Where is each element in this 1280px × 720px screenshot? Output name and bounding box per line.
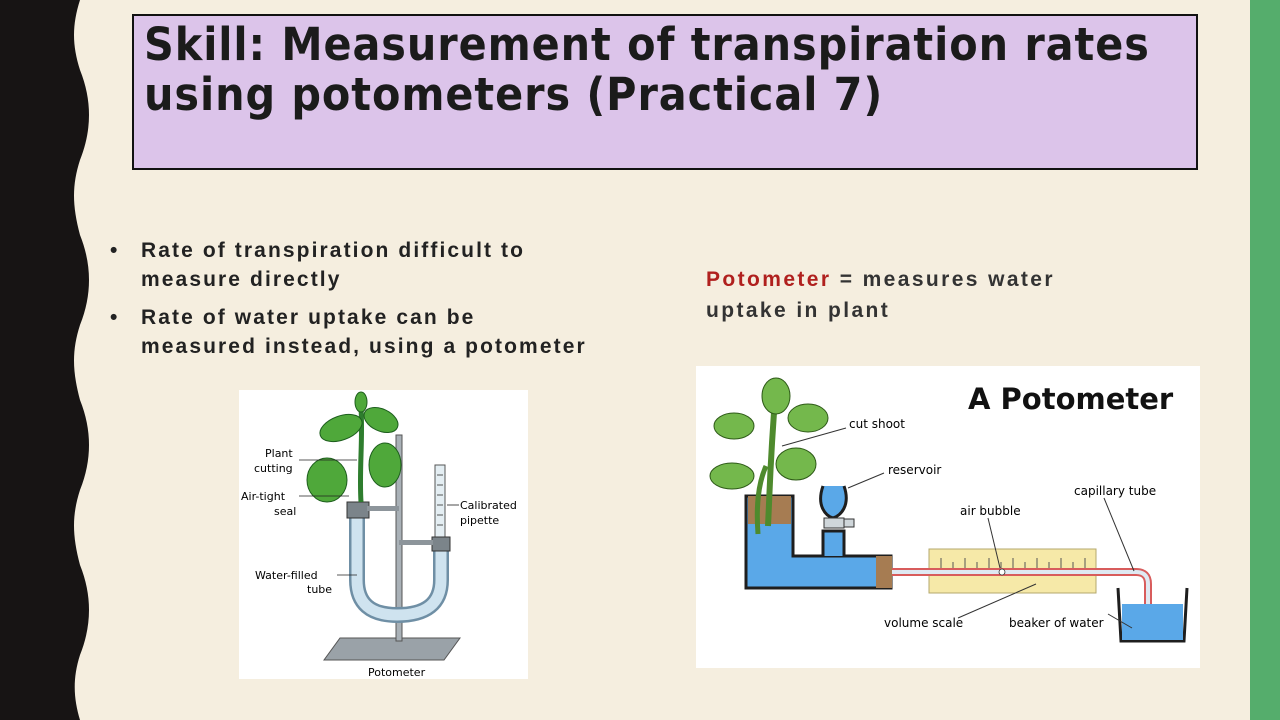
definition-term: Potometer xyxy=(706,268,832,291)
potometer-schematic: A Potometer xyxy=(709,377,1189,643)
title-box: Skill: Measurement of transpiration rate… xyxy=(132,14,1198,170)
definition-text: = measures water xyxy=(831,268,1055,291)
figure-title: A Potometer xyxy=(968,382,1174,416)
potometer-diagram-1: Plant cutting Air-tight seal Water-fille… xyxy=(239,390,528,679)
bullet-list: • Rate of transpiration difficult to mea… xyxy=(110,236,670,370)
bullet-item: • Rate of transpiration difficult to mea… xyxy=(110,236,670,294)
title-line-2: using potometers (Practical 7) xyxy=(144,68,884,121)
bullet-item: • Rate of water uptake can be measured i… xyxy=(110,303,670,361)
label-volume-scale: volume scale xyxy=(884,616,963,630)
potometer-illustration: Plant cutting Air-tight seal Water-fille… xyxy=(241,391,517,679)
label-air-bubble: air bubble xyxy=(960,504,1021,518)
label-cut-shoot: cut shoot xyxy=(849,417,905,431)
label-capillary-tube: capillary tube xyxy=(1074,484,1156,498)
bullet-text-line: Rate of transpiration difficult to xyxy=(141,239,526,262)
bullet-text-line: measure directly xyxy=(141,268,342,291)
slide-title: Skill: Measurement of transpiration rate… xyxy=(144,20,1156,120)
caption-potometer: Potometer xyxy=(368,666,426,679)
label-plant-cutting: cutting xyxy=(254,462,293,475)
label-calibrated-pipette: Calibrated xyxy=(460,499,517,512)
label-reservoir: reservoir xyxy=(888,463,941,477)
bullet-text-line: Rate of water uptake can be xyxy=(141,306,476,329)
label-air-tight-seal: seal xyxy=(274,505,296,518)
label-water-filled-tube: tube xyxy=(307,583,332,596)
label-air-tight-seal: Air-tight xyxy=(241,490,286,503)
label-beaker-of-water: beaker of water xyxy=(1009,616,1104,630)
right-green-band xyxy=(1250,0,1280,720)
bullet-text-line: measured instead, using a potometer xyxy=(141,335,587,358)
bullet-marker: • xyxy=(110,306,120,329)
title-line-1: Skill: Measurement of transpiration rate… xyxy=(144,18,1150,71)
label-water-filled-tube: Water-filled xyxy=(255,569,318,582)
potometer-definition: Potometer = measures water uptake in pla… xyxy=(706,264,1226,326)
bullet-marker: • xyxy=(110,239,120,262)
left-wavy-border xyxy=(0,0,89,720)
definition-text-line2: uptake in plant xyxy=(706,299,891,322)
potometer-diagram-2: A Potometer xyxy=(696,366,1200,668)
label-calibrated-pipette: pipette xyxy=(460,514,499,527)
label-plant-cutting: Plant xyxy=(265,447,293,460)
